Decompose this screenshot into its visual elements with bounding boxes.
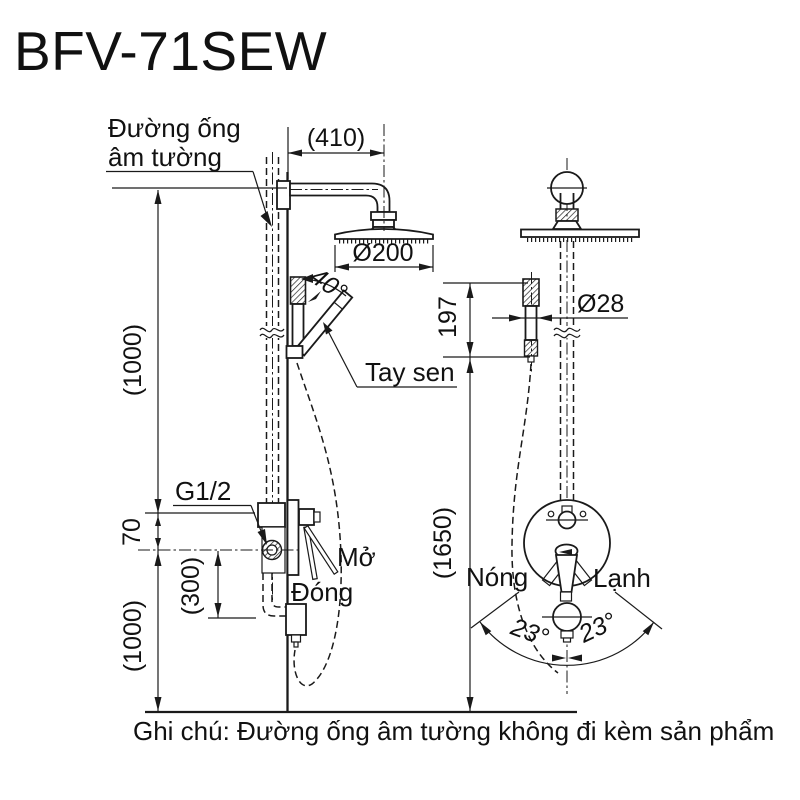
dim-upper-height: (1000): [119, 324, 147, 396]
shower-hose-front: [511, 363, 559, 674]
hot-label: Nóng: [466, 562, 528, 592]
rain-shower-head-front: [520, 228, 640, 242]
shower-hose-side: [293, 362, 342, 687]
close-label: Đóng: [291, 577, 353, 607]
dim-overall-height: (1650): [429, 507, 457, 579]
product-code-title: BFV-71SEW: [14, 20, 327, 82]
side-view: [138, 124, 434, 712]
side-view-annotations: Đường ống âm tường (410) Ø200 40°: [106, 113, 457, 712]
dim-spout-drop: (300): [177, 557, 205, 615]
front-view: 23° 23° Nóng Lạnh 197 (1650) Ø28: [429, 158, 663, 712]
lever-open-position: [303, 524, 339, 576]
mixer-valve-front: [523, 499, 611, 643]
dim-arm-reach: (410): [307, 124, 365, 152]
dim-inlet-offset: 70: [118, 518, 146, 546]
thread-label-text: G1/2: [175, 476, 231, 506]
concealed-pipe-label-line2: âm tường: [108, 142, 222, 172]
dim-lever-angle-left: 23°: [506, 613, 552, 653]
mixer-valve-side: [138, 499, 339, 648]
open-label: Mở: [337, 542, 376, 572]
dim-lower-height: (1000): [119, 600, 147, 672]
shower-arm-front: [547, 171, 587, 230]
dim-head-diameter: Ø200: [352, 239, 413, 267]
cold-label: Lạnh: [593, 563, 651, 593]
hand-shower-label: Tay sen: [323, 322, 457, 388]
thread-label: G1/2: [173, 476, 267, 545]
dim-chain-left: (1000) 70 (1000) (300): [112, 187, 287, 712]
wall-outlet-spout: [285, 603, 307, 636]
dim-200: Ø200: [334, 239, 434, 272]
footnote: Ghi chú: Đường ống âm tường không đi kèm…: [133, 716, 774, 746]
hand-shower-label-text: Tay sen: [365, 357, 455, 387]
shower-arm: [276, 180, 400, 232]
dim-handset-diameter: Ø28: [577, 290, 624, 318]
dim-handset-length: 197: [434, 296, 462, 338]
hand-shower-front: [522, 272, 540, 372]
dim-chain-right: 197 (1650) Ø28: [429, 282, 628, 712]
dim-410: (410): [287, 124, 384, 179]
concealed-pipe-label-line1: Đường ống: [108, 113, 241, 143]
concealed-pipe-front: [553, 241, 581, 500]
